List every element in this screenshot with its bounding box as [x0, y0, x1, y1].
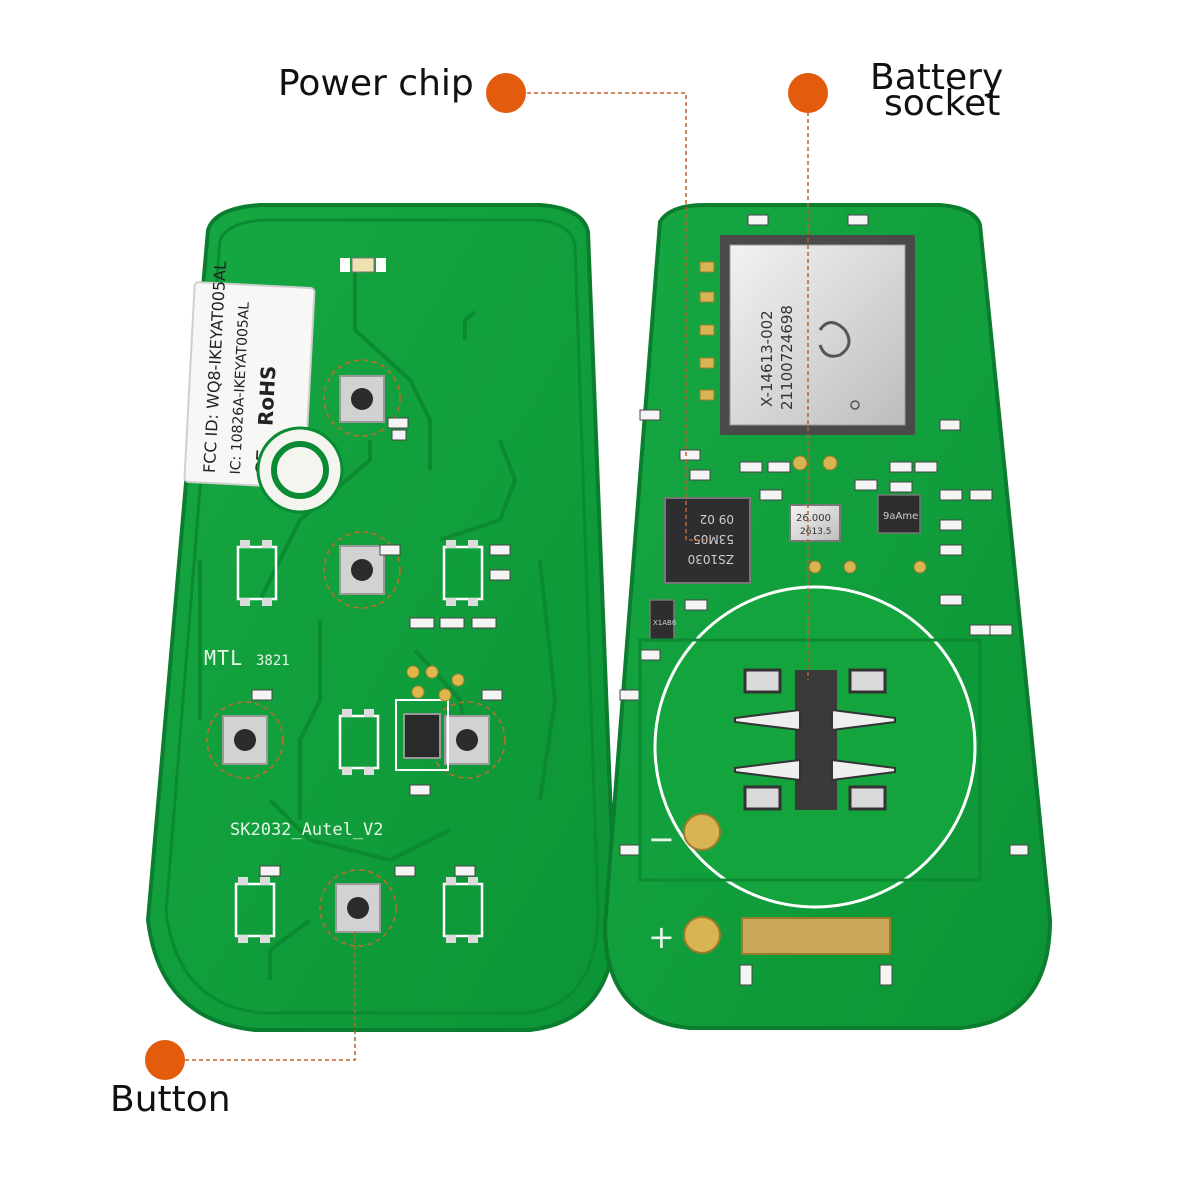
- negative-sign: −: [648, 820, 675, 858]
- side-chip: X1AB6: [649, 599, 677, 641]
- left-smd-parts: [251, 417, 511, 877]
- crystal-code: 2613.5: [800, 527, 832, 537]
- right-pcb-board: X-14613-002 21100724698 ZS1030 53M05 09 …: [602, 203, 1053, 1030]
- leader-lines: [185, 92, 809, 1061]
- small-sot-chip: 9aAme: [877, 494, 921, 534]
- positive-contact-bar: [741, 917, 891, 955]
- negative-terminal-pad: [683, 813, 721, 851]
- chip-marking-line3: 09 02: [700, 512, 734, 526]
- battery-contact-springs: [734, 708, 896, 782]
- left-center-ic: [403, 713, 441, 759]
- silk-model-label: SK2032_Autel_V2: [230, 820, 384, 840]
- button-bottom: [319, 869, 397, 947]
- side-chip-marking: X1AB6: [653, 619, 677, 627]
- button-label: Button: [110, 1079, 231, 1120]
- battery-contact-pads: [743, 668, 887, 811]
- chip-marking-line1: ZS1030: [688, 552, 734, 566]
- battery-contact-center: [795, 670, 837, 810]
- positive-sign: +: [648, 918, 675, 956]
- battery-socket-dot: [788, 73, 828, 113]
- rf-shield-module: X-14613-002 21100724698: [720, 235, 915, 435]
- footprint-pads: [238, 540, 478, 943]
- power-chip-label: Power chip: [278, 63, 474, 104]
- silk-mtl-label: MTL: [204, 646, 243, 670]
- button-middle: [323, 531, 401, 609]
- button-leader: [185, 930, 356, 1061]
- right-smd-parts: [619, 214, 1029, 986]
- left-board-inner-edge: [164, 218, 600, 1015]
- empty-footprints: [234, 545, 484, 938]
- power-chip-dot: [486, 73, 526, 113]
- positive-terminal-pad: [683, 916, 721, 954]
- silk-number-label: 3821: [256, 653, 290, 669]
- small-chip-marking: 9aAme: [883, 511, 918, 522]
- main-rf-chip: ZS1030 53M05 09 02: [664, 497, 751, 584]
- button-dot: [145, 1040, 185, 1080]
- module-logo-icon: [818, 321, 851, 358]
- button-right: [428, 701, 506, 779]
- button-top: [323, 359, 401, 437]
- crystal-oscillator: 26.000 2613.5: [789, 504, 841, 542]
- module-part-number: X-14613-002: [758, 310, 776, 407]
- battery-socket-label-line2: socket: [884, 83, 1001, 124]
- chip-marking-line2: 53M05: [693, 532, 734, 546]
- right-gold-vias: [792, 455, 927, 574]
- module-serial: 21100724698: [778, 305, 796, 410]
- crystal-frequency: 26.000: [796, 513, 831, 524]
- left-gold-vias: [406, 665, 465, 702]
- tact-buttons: [206, 359, 506, 947]
- led-component: [351, 257, 375, 273]
- button-left: [206, 701, 284, 779]
- battery-socket-label-line1: Battery: [870, 57, 1004, 98]
- battery-socket: [638, 585, 982, 909]
- module-side-pads: [699, 261, 715, 401]
- sticker-hole: [256, 426, 344, 514]
- left-pcb-board: FCC ID: WQ8-IKEYAT005AL IC: 10826A-IKEYA…: [145, 203, 618, 1032]
- sticker-rohs-mark: RoHS: [253, 365, 280, 426]
